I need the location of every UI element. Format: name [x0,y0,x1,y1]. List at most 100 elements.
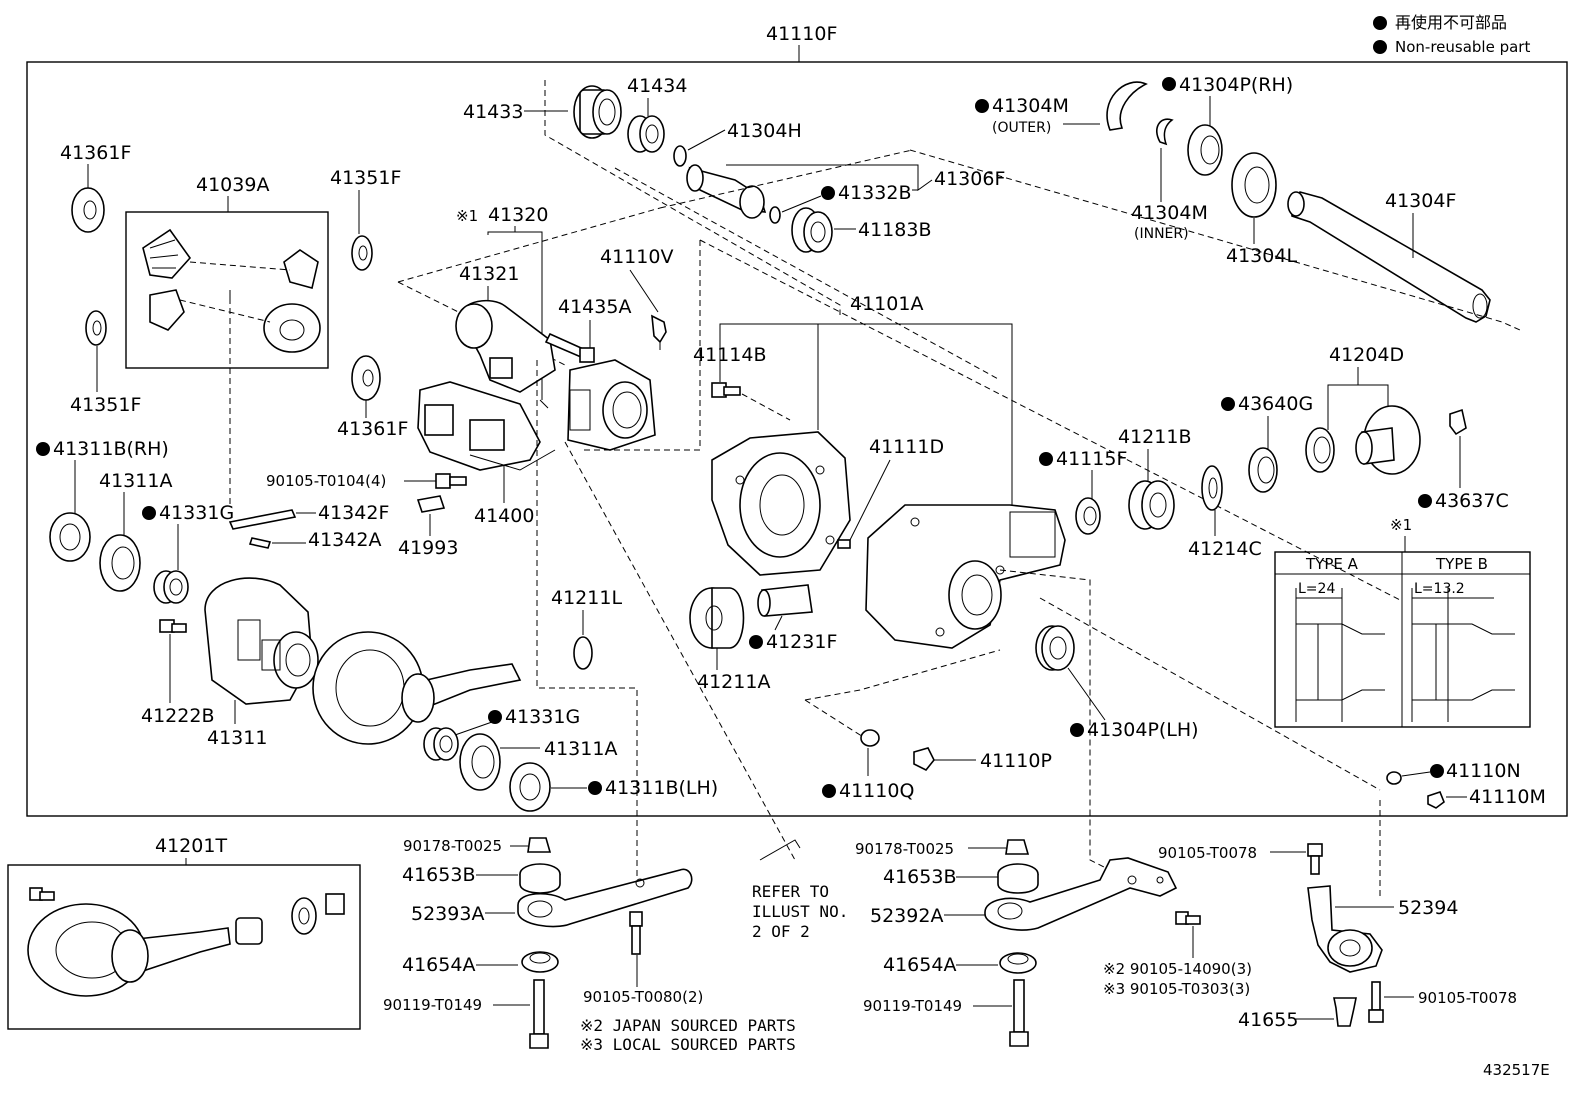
legend-jp: 再使用不可部品 [1395,13,1507,32]
part-carrier-case[interactable] [865,504,1066,649]
part-41331G-a[interactable] [153,570,189,604]
part-41231F[interactable] [757,584,813,617]
part-52394[interactable] [1307,885,1383,973]
label-41211L: 41211L [551,587,622,609]
part-43640G[interactable] [1248,447,1278,493]
part-41654A-a[interactable] [521,951,559,973]
part-43637C[interactable] [1449,408,1467,436]
part-41304L[interactable] [1231,152,1277,218]
part-41361F-a[interactable] [71,187,105,233]
label-90119-b: 90119-T0149 [863,997,962,1015]
label-41342F: 41342F [318,502,389,524]
part-41655[interactable] [1333,997,1357,1027]
part-41311[interactable] [204,577,319,705]
label-41304H: 41304H [727,120,802,142]
label-41321: 41321 [459,263,519,285]
label-41433: 41433 [463,101,523,123]
part-41222B[interactable] [159,619,187,633]
label-41115F: 41115F [1056,448,1127,470]
kit-41039A-frame [125,211,329,369]
part-90105-14090[interactable] [1175,911,1201,925]
part-41114B[interactable] [711,382,741,398]
part-41311A-b[interactable] [459,733,501,791]
label-41435A: 41435A [558,296,631,318]
part-41304M-inner[interactable] [1156,118,1174,146]
label-41653B-b: 41653B [883,866,956,888]
label-41306F: 41306F [934,168,1005,190]
assembly-frame [26,61,1568,817]
part-41993[interactable] [416,495,446,513]
refer-line-1: REFER TO [752,882,829,901]
part-41304F[interactable] [1287,191,1491,323]
non-reusable-dot-icon [1373,16,1387,30]
part-41110Q[interactable] [860,729,880,747]
part-41214C[interactable] [1201,465,1223,511]
label-41110Q: 41110Q [839,780,914,802]
label-41654A-b: 41654A [883,954,956,976]
part-90105-T0078-b[interactable] [1368,981,1384,1023]
part-41435A[interactable] [544,332,595,363]
part-41204D[interactable] [1305,405,1421,475]
label-41434: 41434 [627,75,687,97]
part-41332B[interactable] [769,206,781,224]
part-41331G-b[interactable] [423,727,459,761]
part-41211L[interactable] [573,636,593,670]
label-41304P-rh: 41304P(RH) [1179,74,1293,96]
part-41110N[interactable] [1386,771,1402,785]
part-actuator-housing[interactable] [567,359,656,451]
part-41183B[interactable] [791,207,833,253]
part-41351F-a[interactable] [351,235,373,271]
part-41434[interactable] [627,115,665,153]
part-41211A[interactable] [689,587,745,649]
part-41351F-b[interactable] [85,310,107,346]
part-41311B-rh[interactable] [49,512,91,562]
label-41101A: 41101A [850,293,923,315]
part-41111D[interactable] [837,539,851,549]
part-90178-b[interactable] [1005,839,1030,855]
label-43640G: 43640G [1238,393,1313,415]
type-b-header: TYPE B [1435,555,1488,573]
part-90119-b[interactable] [1009,979,1029,1047]
refer-line-3: 2 OF 2 [752,922,810,941]
part-90105-T0080[interactable] [629,911,643,955]
part-41311B-lh[interactable] [509,762,551,812]
part-90178-a[interactable] [527,837,552,853]
part-90105-T0078-a[interactable] [1307,843,1323,875]
part-41304P-lh[interactable] [1035,625,1075,671]
part-41304M-outer[interactable] [1106,81,1148,131]
part-41304P-rh[interactable] [1187,124,1223,176]
part-ring-gear[interactable] [312,631,522,745]
part-pinion-shaft[interactable] [686,164,767,219]
part-41342A[interactable] [248,537,272,549]
label-41351F-a: 41351F [330,167,401,189]
part-41400[interactable] [417,381,556,471]
part-carrier-cover[interactable] [711,431,851,576]
part-41211B[interactable] [1128,480,1175,530]
part-41110V[interactable] [651,314,667,350]
part-41110M[interactable] [1427,791,1445,809]
part-90119-a[interactable] [529,979,549,1049]
part-41321[interactable] [455,299,556,393]
part-52393A[interactable] [517,868,693,928]
part-41039A[interactable] [142,228,321,353]
part-90105-T0104[interactable] [435,473,467,489]
label-41342A: 41342A [308,529,381,551]
label-41304P-lh: 41304P(LH) [1087,719,1199,741]
label-90105-T0080: 90105-T0080(2) [583,988,703,1006]
part-52392A[interactable] [984,857,1178,931]
label-41654A-a: 41654A [402,954,475,976]
axle-shaft-group: 41304M (OUTER) 41304P(RH) 41304M (INNER)… [975,74,1491,323]
part-41115F[interactable] [1075,497,1101,535]
part-41361F-b[interactable] [351,355,381,401]
part-41110P[interactable] [913,747,935,772]
part-41304H[interactable] [673,145,687,167]
part-41433[interactable] [573,85,622,139]
type-a-dim: L=24 [1298,581,1335,597]
part-41654A-b[interactable] [999,952,1037,974]
part-41311A-a[interactable] [99,534,141,592]
part-41653B-b[interactable] [997,863,1039,894]
part-41201T[interactable] [27,887,345,997]
part-41653B-a[interactable] [519,863,561,894]
part-41342F[interactable] [228,509,297,530]
